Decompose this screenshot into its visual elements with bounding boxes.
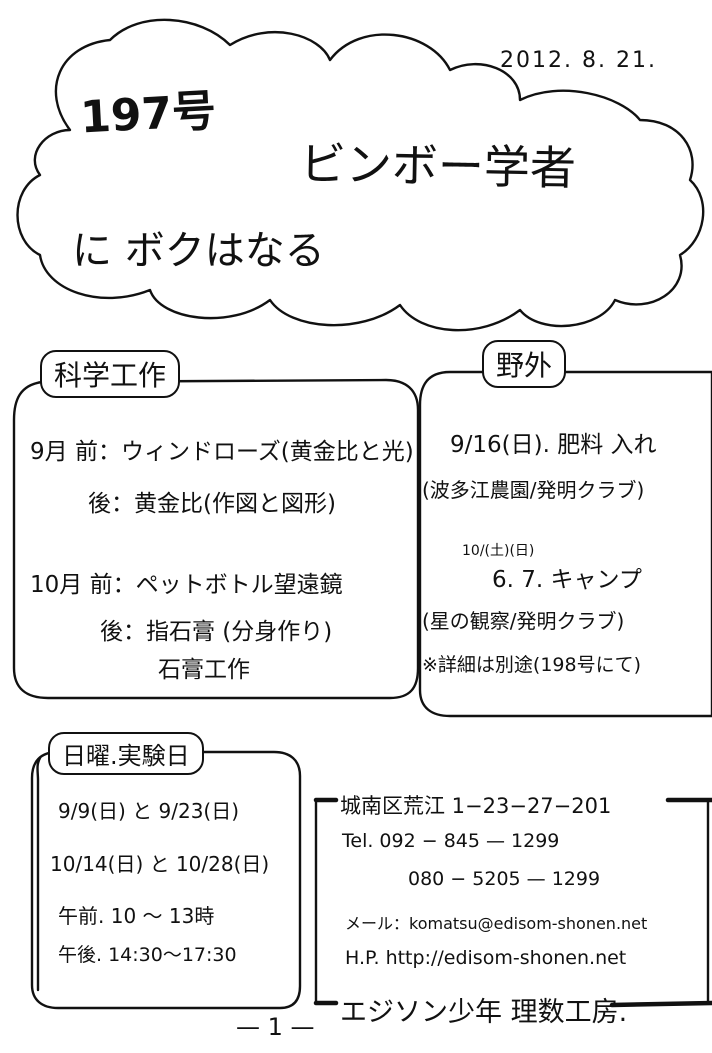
- sunday-frame: [30, 750, 302, 1010]
- sunday-line-afternoon: 午後. 14:30〜17:30: [58, 944, 237, 966]
- outdoor-line-stars: (星の観察/発明クラブ): [422, 609, 625, 633]
- contact-tel-mobile: 080 − 5205 — 1299: [408, 868, 601, 890]
- contact-address: 城南区荒江 1−23−27−201: [340, 794, 612, 818]
- header-cloud: [16, 18, 705, 332]
- headline-title: ビンボー学者: [299, 136, 577, 196]
- issue-date: 2012. 8. 21.: [500, 48, 657, 73]
- sunday-line-morning: 午前. 10 〜 13時: [58, 904, 215, 928]
- science-oct-plaster: 石膏工作: [158, 657, 250, 683]
- outdoor-line-fertilizer: 9/16(日). 肥料 入れ: [450, 432, 657, 458]
- contact-tel-landline: Tel. 092 − 845 — 1299: [342, 830, 560, 852]
- outdoor-label: 野外: [482, 340, 567, 388]
- outdoor-frame: [418, 370, 712, 718]
- outdoor-line-farm: (波多江農園/発明クラブ): [422, 478, 645, 502]
- science-oct-first: 10月 前：ペットボトル望遠鏡: [30, 572, 343, 598]
- science-frame: [12, 378, 420, 700]
- contact-email[interactable]: メール：komatsu@edisom-shonen.net: [345, 914, 648, 933]
- science-label: 科学工作: [40, 350, 181, 398]
- headline-subtitle: に ボクはなる: [72, 228, 325, 274]
- sunday-line-oct: 10/14(日) と 10/28(日): [50, 852, 270, 876]
- page-number: — 1 —: [236, 1013, 315, 1041]
- issue-number: 197号: [78, 85, 218, 144]
- science-sep-second: 後：黄金比(作図と図形): [88, 491, 336, 517]
- outdoor-line-camp: 6. 7. キャンプ: [492, 567, 642, 593]
- outdoor-line-camp-dates: 10/(土)(日): [462, 543, 535, 559]
- science-sep-first: 9月 前：ウィンドローズ(黄金比と光): [30, 439, 414, 465]
- sunday-label: 日曜.実験日: [48, 732, 204, 775]
- organization-name: エジソン少年 理数工房.: [340, 997, 628, 1028]
- sunday-line-sept: 9/9(日) と 9/23(日): [58, 799, 240, 823]
- science-oct-second: 後：指石膏 (分身作り): [100, 619, 333, 645]
- contact-website[interactable]: H.P. http://edisom-shonen.net: [345, 947, 627, 969]
- outdoor-line-details: ※詳細は別途(198号にて): [422, 654, 642, 676]
